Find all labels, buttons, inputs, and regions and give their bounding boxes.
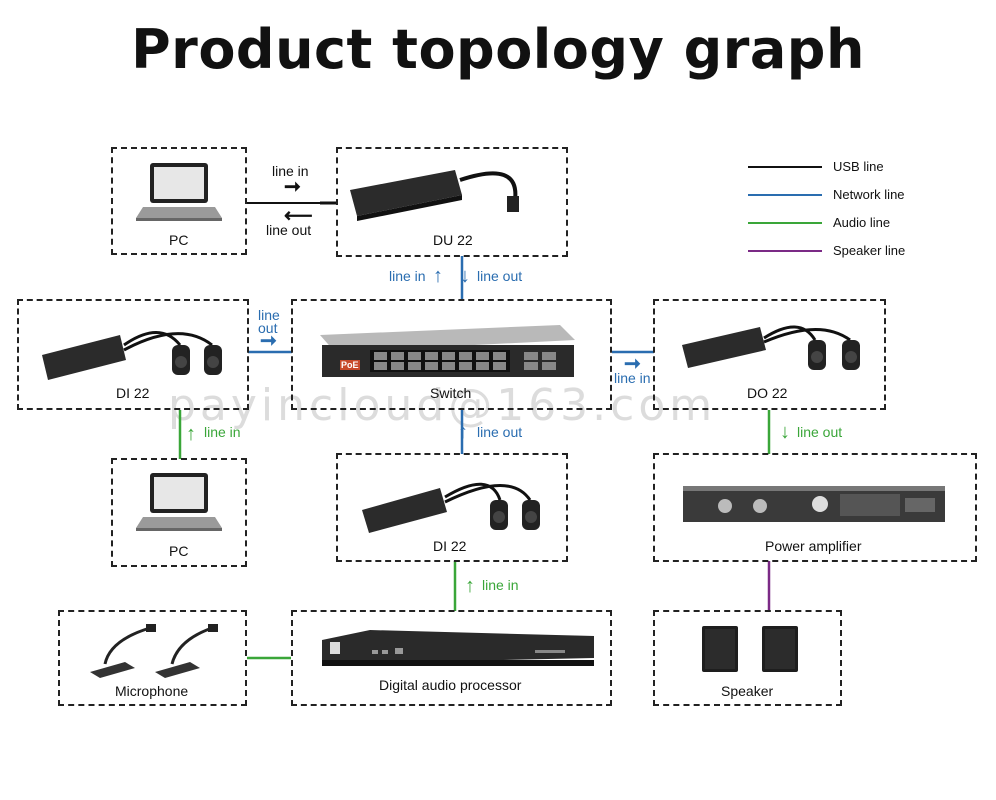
- pc-bottom-laptop-icon: [136, 473, 222, 531]
- watermark: payincloud@163.com: [168, 380, 717, 431]
- up-arrow-icon: ↑: [186, 423, 196, 445]
- node-do22: [653, 299, 886, 410]
- legend-usb-label: USB line: [833, 159, 884, 174]
- caption-pc-du-line-in: line in: [272, 163, 309, 179]
- label-du22: DU 22: [433, 232, 473, 248]
- right-arrow-icon: ➞: [260, 330, 277, 352]
- right-arrow-icon: ➞: [284, 176, 301, 198]
- up-arrow-icon: ↑: [465, 575, 475, 597]
- label-do22: DO 22: [747, 385, 788, 401]
- node-du22: [336, 147, 568, 257]
- node-di22-center: [336, 453, 568, 562]
- page-title: Product topology graph: [131, 18, 865, 81]
- microphone-icon: [90, 624, 218, 678]
- switch-device-icon: [320, 325, 575, 377]
- di22-center-device-icon: [362, 482, 540, 533]
- label-dap: Digital audio processor: [379, 677, 522, 693]
- down-arrow-icon: ↓: [780, 421, 790, 443]
- node-pc-bottom: [111, 458, 247, 567]
- node-pc-top: [111, 147, 247, 255]
- caption-pc-di-line-in: line in: [204, 424, 241, 440]
- caption-pc-du-line-out: line out: [266, 222, 312, 238]
- node-power-amp: [653, 453, 977, 562]
- node-dap: [291, 610, 612, 706]
- legend-speaker-label: Speaker line: [833, 243, 906, 258]
- up-arrow-icon: ↑: [433, 265, 443, 287]
- caption-di-switch-line: line: [258, 307, 280, 323]
- caption-di-switch-out: out: [258, 320, 278, 336]
- label-di22-left: DI 22: [116, 385, 150, 401]
- label-switch: Switch: [430, 385, 472, 401]
- caption-du-switch-line-out: line out: [477, 268, 523, 284]
- node-speaker: [653, 610, 842, 706]
- node-microphone: [58, 610, 247, 706]
- label-pc-top: PC: [169, 232, 189, 248]
- du22-device-icon: [320, 170, 519, 221]
- poe-badge: PoE: [341, 360, 359, 370]
- up-arrow-icon: ↑: [458, 421, 468, 443]
- caption-do-amp-line-out: line out: [797, 424, 843, 440]
- left-arrow-icon: ⟵: [284, 205, 313, 227]
- di22-left-device-icon: [42, 331, 222, 380]
- down-arrow-icon: ↓: [460, 265, 470, 287]
- right-arrow-icon: ➞: [624, 353, 641, 375]
- do22-device-icon: [682, 325, 860, 370]
- label-microphone: Microphone: [115, 683, 189, 699]
- label-power-amp: Power amplifier: [765, 538, 862, 554]
- label-speaker: Speaker: [721, 683, 774, 699]
- power-amp-device-icon: [683, 486, 945, 522]
- pc-top-laptop-icon: [136, 163, 222, 221]
- caption-switch-do-line-in: line in: [614, 370, 651, 386]
- node-di22-left: [17, 299, 249, 410]
- label-pc-bottom: PC: [169, 543, 189, 559]
- caption-dap-di-line-in: line in: [482, 577, 519, 593]
- speaker-icon: [702, 626, 798, 672]
- caption-du-switch-line-in: line in: [389, 268, 426, 284]
- label-di22-center: DI 22: [433, 538, 467, 554]
- legend-network-label: Network line: [833, 187, 905, 202]
- legend-audio-label: Audio line: [833, 215, 891, 230]
- dap-device-icon: [322, 630, 594, 666]
- caption-switch-di-line-out: line out: [477, 424, 523, 440]
- node-switch: [291, 299, 612, 410]
